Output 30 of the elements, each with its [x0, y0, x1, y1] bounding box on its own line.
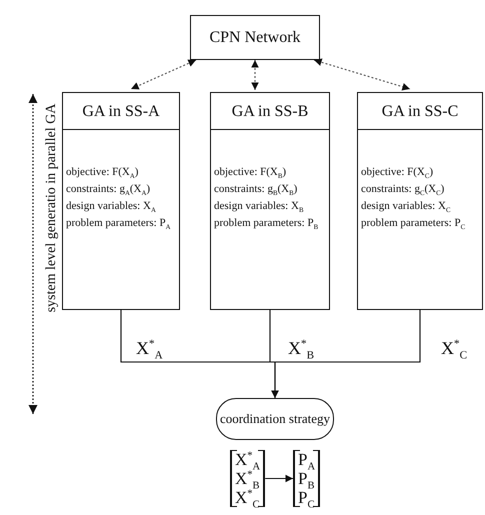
vector-entry: P$_{B}$ [298, 469, 314, 488]
parameter-text: constraints: g$_{B}$(X$_{B}$) [213, 182, 298, 198]
vector-entry: P$_{C}$ [298, 488, 316, 507]
vector-entry: P$_{A}$ [298, 450, 316, 469]
panel-heading: GA in SS-C [358, 93, 482, 130]
arrow [130, 60, 196, 90]
rotated-label: system level generatio in parallel GA [44, 103, 60, 313]
arrow [265, 474, 293, 482]
parameter-text: problem parameters: P$_{B}$ [213, 216, 320, 232]
subsystem-panel [62, 92, 180, 310]
arrow [314, 58, 410, 90]
network-box: CPN Network [190, 15, 320, 60]
parameter-text: objective: F(X$_{A}$) [65, 165, 140, 181]
parameter-text: constraints: g$_{C}$(X$_{C}$) [360, 182, 446, 198]
panel-heading: GA in SS-B [211, 93, 329, 130]
parameter-text: objective: F(X$_{C}$) [360, 165, 434, 181]
parameter-text: objective: F(X$_{B}$) [213, 165, 288, 181]
subsystem-panel [357, 92, 483, 310]
panel-heading: GA in SS-A [63, 93, 179, 130]
parameter-text: problem parameters: P$_{A}$ [65, 216, 172, 232]
parameter-text: design variables: X$_{B}$ [213, 199, 304, 215]
parameter-text: design variables: X$_{A}$ [65, 199, 157, 215]
parameter-text: design variables: X$_{C}$ [360, 199, 452, 215]
arrow [271, 310, 421, 398]
matrix-bracket [293, 450, 320, 507]
parameter-text: constraints: g$_{A}$(X$_{A}$) [65, 182, 152, 198]
arrow [251, 60, 259, 90]
strategy-pill: coordination strategy [216, 398, 334, 440]
parameter-text: problem parameters: P$_{C}$ [360, 216, 466, 232]
subsystem-panel [210, 92, 330, 310]
